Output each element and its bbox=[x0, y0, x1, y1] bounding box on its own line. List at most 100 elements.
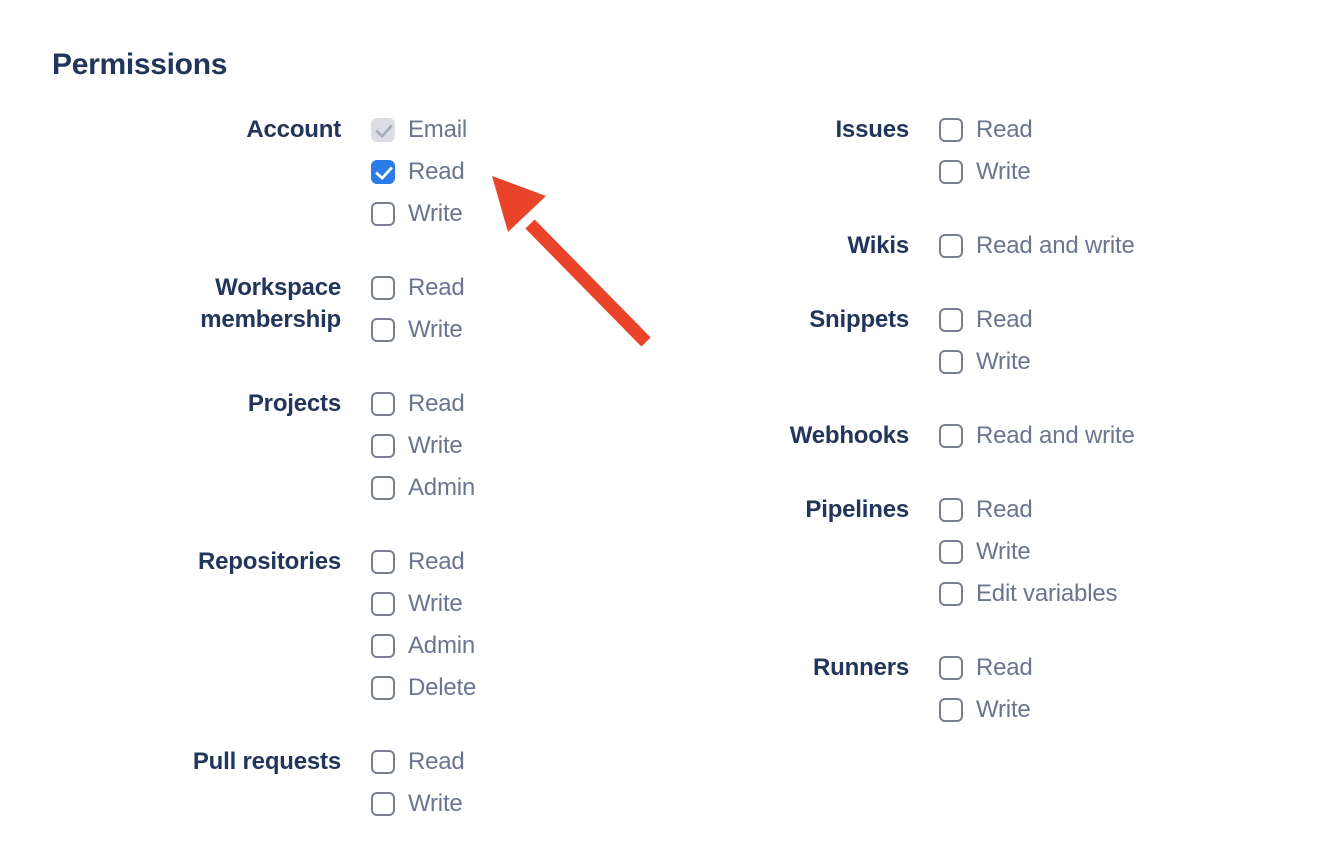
permission-option-row: Write bbox=[371, 783, 465, 825]
group-label-repositories: Repositories bbox=[198, 548, 341, 575]
permission-option-row: Write bbox=[371, 193, 467, 235]
permission-group-webhooks: Webhooks Read and write bbox=[620, 415, 1188, 457]
checkbox-webhooks-read-and-write[interactable] bbox=[939, 424, 963, 448]
checkbox-account-write[interactable] bbox=[371, 202, 395, 226]
permission-group-account: Account Email Read Write bbox=[52, 109, 620, 235]
checkbox-repositories-read[interactable] bbox=[371, 550, 395, 574]
group-label-snippets: Snippets bbox=[809, 306, 909, 333]
option-label-runners-read[interactable]: Read bbox=[976, 654, 1033, 681]
permissions-columns: Account Email Read Write Workspace membe… bbox=[52, 109, 1188, 857]
permission-group-workspace-membership: Workspace membership Read Write bbox=[52, 267, 620, 351]
option-label-snippets-read[interactable]: Read bbox=[976, 306, 1033, 333]
group-label-pull-requests: Pull requests bbox=[192, 748, 341, 775]
group-label-workspace-membership: Workspace membership bbox=[200, 274, 341, 333]
permission-option-row: Edit variables bbox=[939, 573, 1117, 615]
permission-option-row: Read bbox=[371, 151, 467, 193]
checkbox-account-email bbox=[371, 118, 395, 142]
option-label-wikis-read-and-write[interactable]: Read and write bbox=[976, 232, 1135, 259]
permission-option-row: Write bbox=[939, 689, 1033, 731]
permission-option-row: Read bbox=[939, 489, 1117, 531]
permission-option-row: Write bbox=[371, 425, 475, 467]
option-label-pipelines-read[interactable]: Read bbox=[976, 496, 1033, 523]
permission-group-wikis: Wikis Read and write bbox=[620, 225, 1188, 267]
permission-group-runners: Runners Read Write bbox=[620, 647, 1188, 731]
checkbox-issues-read[interactable] bbox=[939, 118, 963, 142]
permission-option-list: Read Write bbox=[939, 299, 1033, 383]
checkbox-workspace-membership-read[interactable] bbox=[371, 276, 395, 300]
checkbox-account-read[interactable] bbox=[371, 160, 395, 184]
permission-option-list: Read Write bbox=[371, 741, 465, 825]
checkbox-issues-write[interactable] bbox=[939, 160, 963, 184]
permissions-page: Permissions Account Email Read Write Wor… bbox=[52, 47, 1188, 857]
checkbox-projects-write[interactable] bbox=[371, 434, 395, 458]
checkbox-projects-read[interactable] bbox=[371, 392, 395, 416]
permission-option-list: Read Write bbox=[371, 267, 465, 351]
group-label-account: Account bbox=[246, 116, 341, 143]
option-label-repositories-admin[interactable]: Admin bbox=[408, 632, 476, 659]
option-label-pull-requests-write[interactable]: Write bbox=[408, 790, 463, 817]
permission-option-row: Read bbox=[371, 541, 476, 583]
checkbox-repositories-write[interactable] bbox=[371, 592, 395, 616]
permissions-column-right: Issues Read Write Wikis Read and write S… bbox=[620, 109, 1188, 763]
checkbox-repositories-delete[interactable] bbox=[371, 676, 395, 700]
option-label-pipelines-edit-variables[interactable]: Edit variables bbox=[976, 580, 1118, 607]
group-label-issues: Issues bbox=[835, 116, 909, 143]
option-label-webhooks-read-and-write[interactable]: Read and write bbox=[976, 422, 1135, 449]
permission-group-pipelines: Pipelines Read Write Edit variables bbox=[620, 489, 1188, 615]
checkbox-workspace-membership-write[interactable] bbox=[371, 318, 395, 342]
permission-group-issues: Issues Read Write bbox=[620, 109, 1188, 193]
checkbox-pull-requests-read[interactable] bbox=[371, 750, 395, 774]
checkbox-pipelines-read[interactable] bbox=[939, 498, 963, 522]
checkbox-pipelines-edit-variables[interactable] bbox=[939, 582, 963, 606]
option-label-issues-write[interactable]: Write bbox=[976, 158, 1031, 185]
option-label-pull-requests-read[interactable]: Read bbox=[408, 748, 465, 775]
check-icon bbox=[374, 119, 394, 139]
group-label-webhooks: Webhooks bbox=[789, 422, 910, 449]
permission-option-list: Read Write bbox=[939, 647, 1033, 731]
permission-option-list: Read Write Edit variables bbox=[939, 489, 1117, 615]
option-label-repositories-write[interactable]: Write bbox=[408, 590, 463, 617]
checkbox-snippets-write[interactable] bbox=[939, 350, 963, 374]
option-label-account-email: Email bbox=[408, 116, 468, 143]
permission-option-row: Admin bbox=[371, 625, 476, 667]
permission-group-snippets: Snippets Read Write bbox=[620, 299, 1188, 383]
permission-option-row: Read bbox=[939, 109, 1033, 151]
option-label-pipelines-write[interactable]: Write bbox=[976, 538, 1031, 565]
permission-option-list: Read Write Admin bbox=[371, 383, 475, 509]
permission-option-row: Read bbox=[939, 299, 1033, 341]
checkbox-snippets-read[interactable] bbox=[939, 308, 963, 332]
permission-group-repositories: Repositories Read Write Admin Delete bbox=[52, 541, 620, 709]
checkbox-wikis-read-and-write[interactable] bbox=[939, 234, 963, 258]
checkbox-runners-write[interactable] bbox=[939, 698, 963, 722]
checkbox-projects-admin[interactable] bbox=[371, 476, 395, 500]
check-icon bbox=[374, 161, 394, 181]
option-label-workspace-membership-write[interactable]: Write bbox=[408, 316, 463, 343]
checkbox-repositories-admin[interactable] bbox=[371, 634, 395, 658]
option-label-account-read[interactable]: Read bbox=[408, 158, 465, 185]
group-label-runners: Runners bbox=[813, 654, 909, 681]
option-label-projects-admin[interactable]: Admin bbox=[408, 474, 476, 501]
checkbox-pipelines-write[interactable] bbox=[939, 540, 963, 564]
permission-option-row: Write bbox=[939, 341, 1033, 383]
permission-group-projects: Projects Read Write Admin bbox=[52, 383, 620, 509]
option-label-repositories-read[interactable]: Read bbox=[408, 548, 465, 575]
page-title: Permissions bbox=[52, 48, 228, 81]
permission-option-row: Write bbox=[939, 531, 1117, 573]
permission-option-row: Read bbox=[371, 741, 465, 783]
permission-option-row: Read bbox=[371, 267, 465, 309]
option-label-projects-write[interactable]: Write bbox=[408, 432, 463, 459]
checkbox-pull-requests-write[interactable] bbox=[371, 792, 395, 816]
option-label-workspace-membership-read[interactable]: Read bbox=[408, 274, 465, 301]
option-label-runners-write[interactable]: Write bbox=[976, 696, 1031, 723]
option-label-account-write[interactable]: Write bbox=[408, 200, 463, 227]
option-label-repositories-delete[interactable]: Delete bbox=[408, 674, 477, 701]
permissions-column-left: Account Email Read Write Workspace membe… bbox=[52, 109, 620, 857]
permission-option-row: Read and write bbox=[939, 415, 1135, 457]
permission-option-list: Read and write bbox=[939, 415, 1135, 457]
permission-option-list: Email Read Write bbox=[371, 109, 467, 235]
option-label-projects-read[interactable]: Read bbox=[408, 390, 465, 417]
checkbox-runners-read[interactable] bbox=[939, 656, 963, 680]
permission-option-row: Read bbox=[371, 383, 475, 425]
option-label-issues-read[interactable]: Read bbox=[976, 116, 1033, 143]
option-label-snippets-write[interactable]: Write bbox=[976, 348, 1031, 375]
